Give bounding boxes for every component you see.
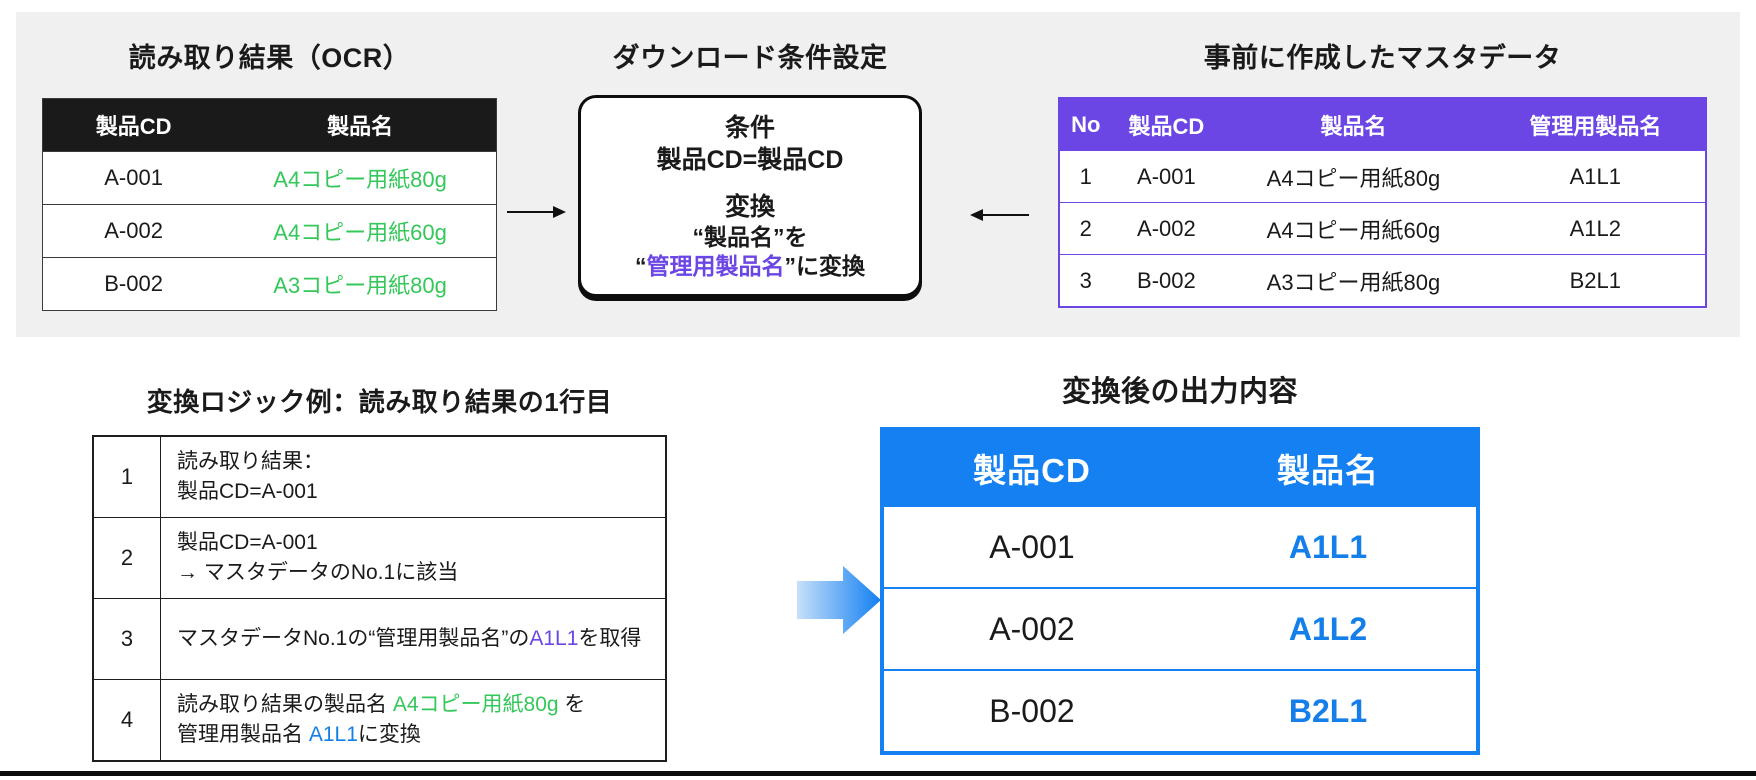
table-row: 1 読み取り結果： 製品CD=A-001	[94, 437, 665, 517]
master-header-product-cd: 製品CD	[1128, 113, 1205, 139]
ocr-cell-cd: A-002	[104, 218, 163, 243]
logic-text: 読み取り結果の製品名	[177, 693, 393, 717]
logic-text: マスタデータNo.1の“管理用製品名”の	[177, 627, 530, 651]
master-data-table: No 製品CD 製品名 管理用製品名 1 A-001 A4コピー用紙80g A1…	[1058, 97, 1707, 308]
output-table-header-row: 製品CD 製品名	[884, 431, 1476, 505]
convert-target-line: “管理用製品名”に変換	[635, 252, 865, 281]
convert-label: 変換	[724, 192, 775, 221]
table-row: A-001 A4コピー用紙80g	[43, 151, 496, 204]
output-cell-cd: A-002	[989, 610, 1075, 647]
logic-line: 読み取り結果：	[177, 450, 324, 474]
ocr-cell-name: A3コピー用紙80g	[273, 273, 447, 298]
table-row: A-002 A1L2	[884, 587, 1476, 669]
logic-row-number: 2	[94, 518, 161, 598]
output-cell-name: B2L1	[1288, 692, 1368, 729]
converted-output-table: 製品CD 製品名 A-001 A1L1 A-002 A1L2 B-002 B2L…	[880, 427, 1480, 755]
table-row: 2 A-002 A4コピー用紙60g A1L2	[1060, 202, 1705, 254]
table-row: B-002 B2L1	[884, 669, 1476, 751]
download-condition-box: 条件 製品CD=製品CD 変換 “製品名”を “管理用製品名”に変換	[578, 95, 922, 297]
output-cell-cd: A-001	[989, 528, 1075, 565]
table-row: A-002 A4コピー用紙60g	[43, 204, 496, 257]
ocr-header-product-cd: 製品CD	[95, 114, 172, 139]
output-cell-cd: B-002	[989, 692, 1075, 729]
master-cell-no: 1	[1079, 163, 1092, 189]
table-row: 4 読み取り結果の製品名 A4コピー用紙80g を 管理用製品名 A1L1に変換	[94, 679, 665, 760]
conversion-logic-table: 1 読み取り結果： 製品CD=A-001 2 製品CD=A-001 → マスタデ…	[92, 435, 667, 762]
master-header-admin-name: 管理用製品名	[1529, 113, 1662, 139]
output-table-title: 変換後の出力内容	[1061, 376, 1298, 408]
output-cell-name: A1L2	[1288, 610, 1368, 647]
ocr-cell-name: A4コピー用紙60g	[273, 220, 447, 245]
logic-line: マスタデータNo.1の“管理用製品名”のA1L1を取得	[177, 624, 649, 654]
logic-line: 管理用製品名 A1L1に変換	[177, 720, 649, 750]
logic-line: 読み取り結果の製品名 A4コピー用紙80g を	[177, 690, 649, 720]
table-row: B-002 A3コピー用紙80g	[43, 257, 496, 310]
condition-label: 条件	[724, 113, 775, 142]
master-cell-name: A3コピー用紙80g	[1266, 269, 1441, 295]
ocr-table-header-row: 製品CD 製品名	[43, 99, 496, 151]
table-row: 2 製品CD=A-001 → マスタデータのNo.1に該当	[94, 517, 665, 598]
logic-row-number: 3	[94, 599, 161, 679]
convert-suffix: ”に変換	[784, 252, 866, 279]
master-cell-admin: A1L2	[1569, 215, 1622, 241]
logic-text: 管理用製品名	[177, 723, 309, 746]
logic-highlight-blue: A1L1	[308, 723, 358, 746]
logic-row-content: 製品CD=A-001 → マスタデータのNo.1に該当	[161, 518, 665, 598]
logic-row-number: 1	[94, 437, 161, 517]
master-cell-name: A4コピー用紙80g	[1266, 165, 1441, 191]
table-row: 1 A-001 A4コピー用紙80g A1L1	[1060, 150, 1705, 202]
logic-line: → マスタデータのNo.1に該当	[177, 561, 459, 584]
logic-text: に変換	[357, 723, 421, 746]
logic-row-content: 読み取り結果： 製品CD=A-001	[161, 437, 665, 517]
table-row: A-001 A1L1	[884, 505, 1476, 587]
master-table-title: 事前に作成したマスタデータ	[1203, 43, 1562, 73]
convert-target-highlight: 管理用製品名	[646, 252, 785, 279]
ocr-result-table: 製品CD 製品名 A-001 A4コピー用紙80g A-002 A4コピー用紙6…	[42, 98, 497, 311]
logic-highlight-purple: A1L1	[529, 627, 579, 651]
arrow-right-icon	[507, 206, 566, 218]
big-blue-arrow-icon	[797, 566, 881, 634]
master-table-header-row: No 製品CD 製品名 管理用製品名	[1060, 99, 1705, 150]
master-cell-cd: A-002	[1137, 215, 1196, 241]
master-header-product-name: 製品名	[1320, 113, 1387, 139]
arrow-left-icon	[970, 209, 1029, 221]
ocr-table-title: 読み取り結果（OCR）	[128, 43, 411, 73]
convert-source-line: “製品名”を	[692, 224, 808, 250]
condition-value: 製品CD=製品CD	[656, 146, 844, 174]
logic-row-content: 読み取り結果の製品名 A4コピー用紙80g を 管理用製品名 A1L1に変換	[161, 680, 665, 760]
bottom-divider	[0, 771, 1756, 776]
logic-text: を取得	[578, 627, 642, 651]
master-cell-cd: A-001	[1137, 163, 1196, 189]
quote-open: “	[635, 252, 647, 279]
ocr-cell-cd: B-002	[104, 271, 163, 296]
table-row: 3 B-002 A3コピー用紙80g B2L1	[1060, 254, 1705, 306]
ocr-header-product-name: 製品名	[327, 114, 394, 139]
logic-text: を	[558, 693, 586, 717]
output-header-product-cd: 製品CD	[973, 452, 1091, 489]
logic-row-content: マスタデータNo.1の“管理用製品名”のA1L1を取得	[161, 599, 665, 679]
master-header-no: No	[1071, 111, 1101, 137]
ocr-cell-name: A4コピー用紙80g	[273, 167, 447, 192]
logic-line: 製品CD=A-001	[177, 480, 318, 503]
logic-highlight-green: A4コピー用紙80g	[392, 693, 559, 717]
master-cell-admin: B2L1	[1569, 267, 1622, 293]
master-cell-admin: A1L1	[1569, 163, 1622, 189]
master-cell-no: 3	[1079, 267, 1092, 293]
logic-line: 製品CD=A-001	[177, 531, 318, 555]
output-cell-name: A1L1	[1288, 528, 1368, 565]
master-cell-cd: B-002	[1137, 267, 1196, 293]
output-header-product-name: 製品名	[1277, 452, 1379, 489]
ocr-cell-cd: A-001	[104, 165, 163, 190]
master-cell-no: 2	[1079, 215, 1092, 241]
master-cell-name: A4コピー用紙60g	[1266, 217, 1441, 243]
table-row: 3 マスタデータNo.1の“管理用製品名”のA1L1を取得	[94, 598, 665, 679]
logic-table-title: 変換ロジック例：読み取り結果の1行目	[146, 387, 613, 417]
condition-box-title: ダウンロード条件設定	[612, 43, 888, 73]
logic-row-number: 4	[94, 680, 161, 760]
